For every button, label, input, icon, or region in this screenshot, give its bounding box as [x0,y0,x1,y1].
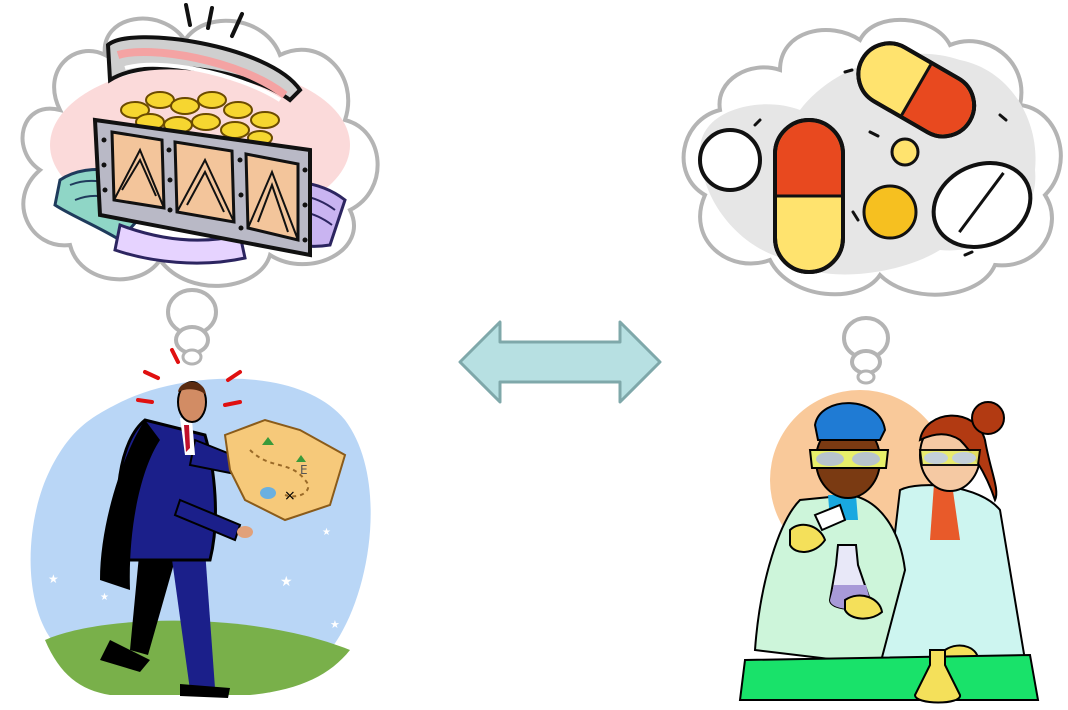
scientists-scene [738,390,1040,704]
double-arrow-icon [458,320,662,404]
svg-text:★: ★ [322,527,331,538]
svg-text:★: ★ [330,618,340,631]
svg-text:★: ★ [48,572,59,586]
svg-text:E: E [300,463,308,477]
pills-icon [698,41,1036,275]
svg-text:×: × [284,488,296,504]
svg-text:★: ★ [280,574,293,590]
svg-text:★: ★ [100,592,109,603]
businessman-scene: ★ ★ ★ ★ ★ [30,348,371,698]
treasure-chest-icon [50,3,350,265]
